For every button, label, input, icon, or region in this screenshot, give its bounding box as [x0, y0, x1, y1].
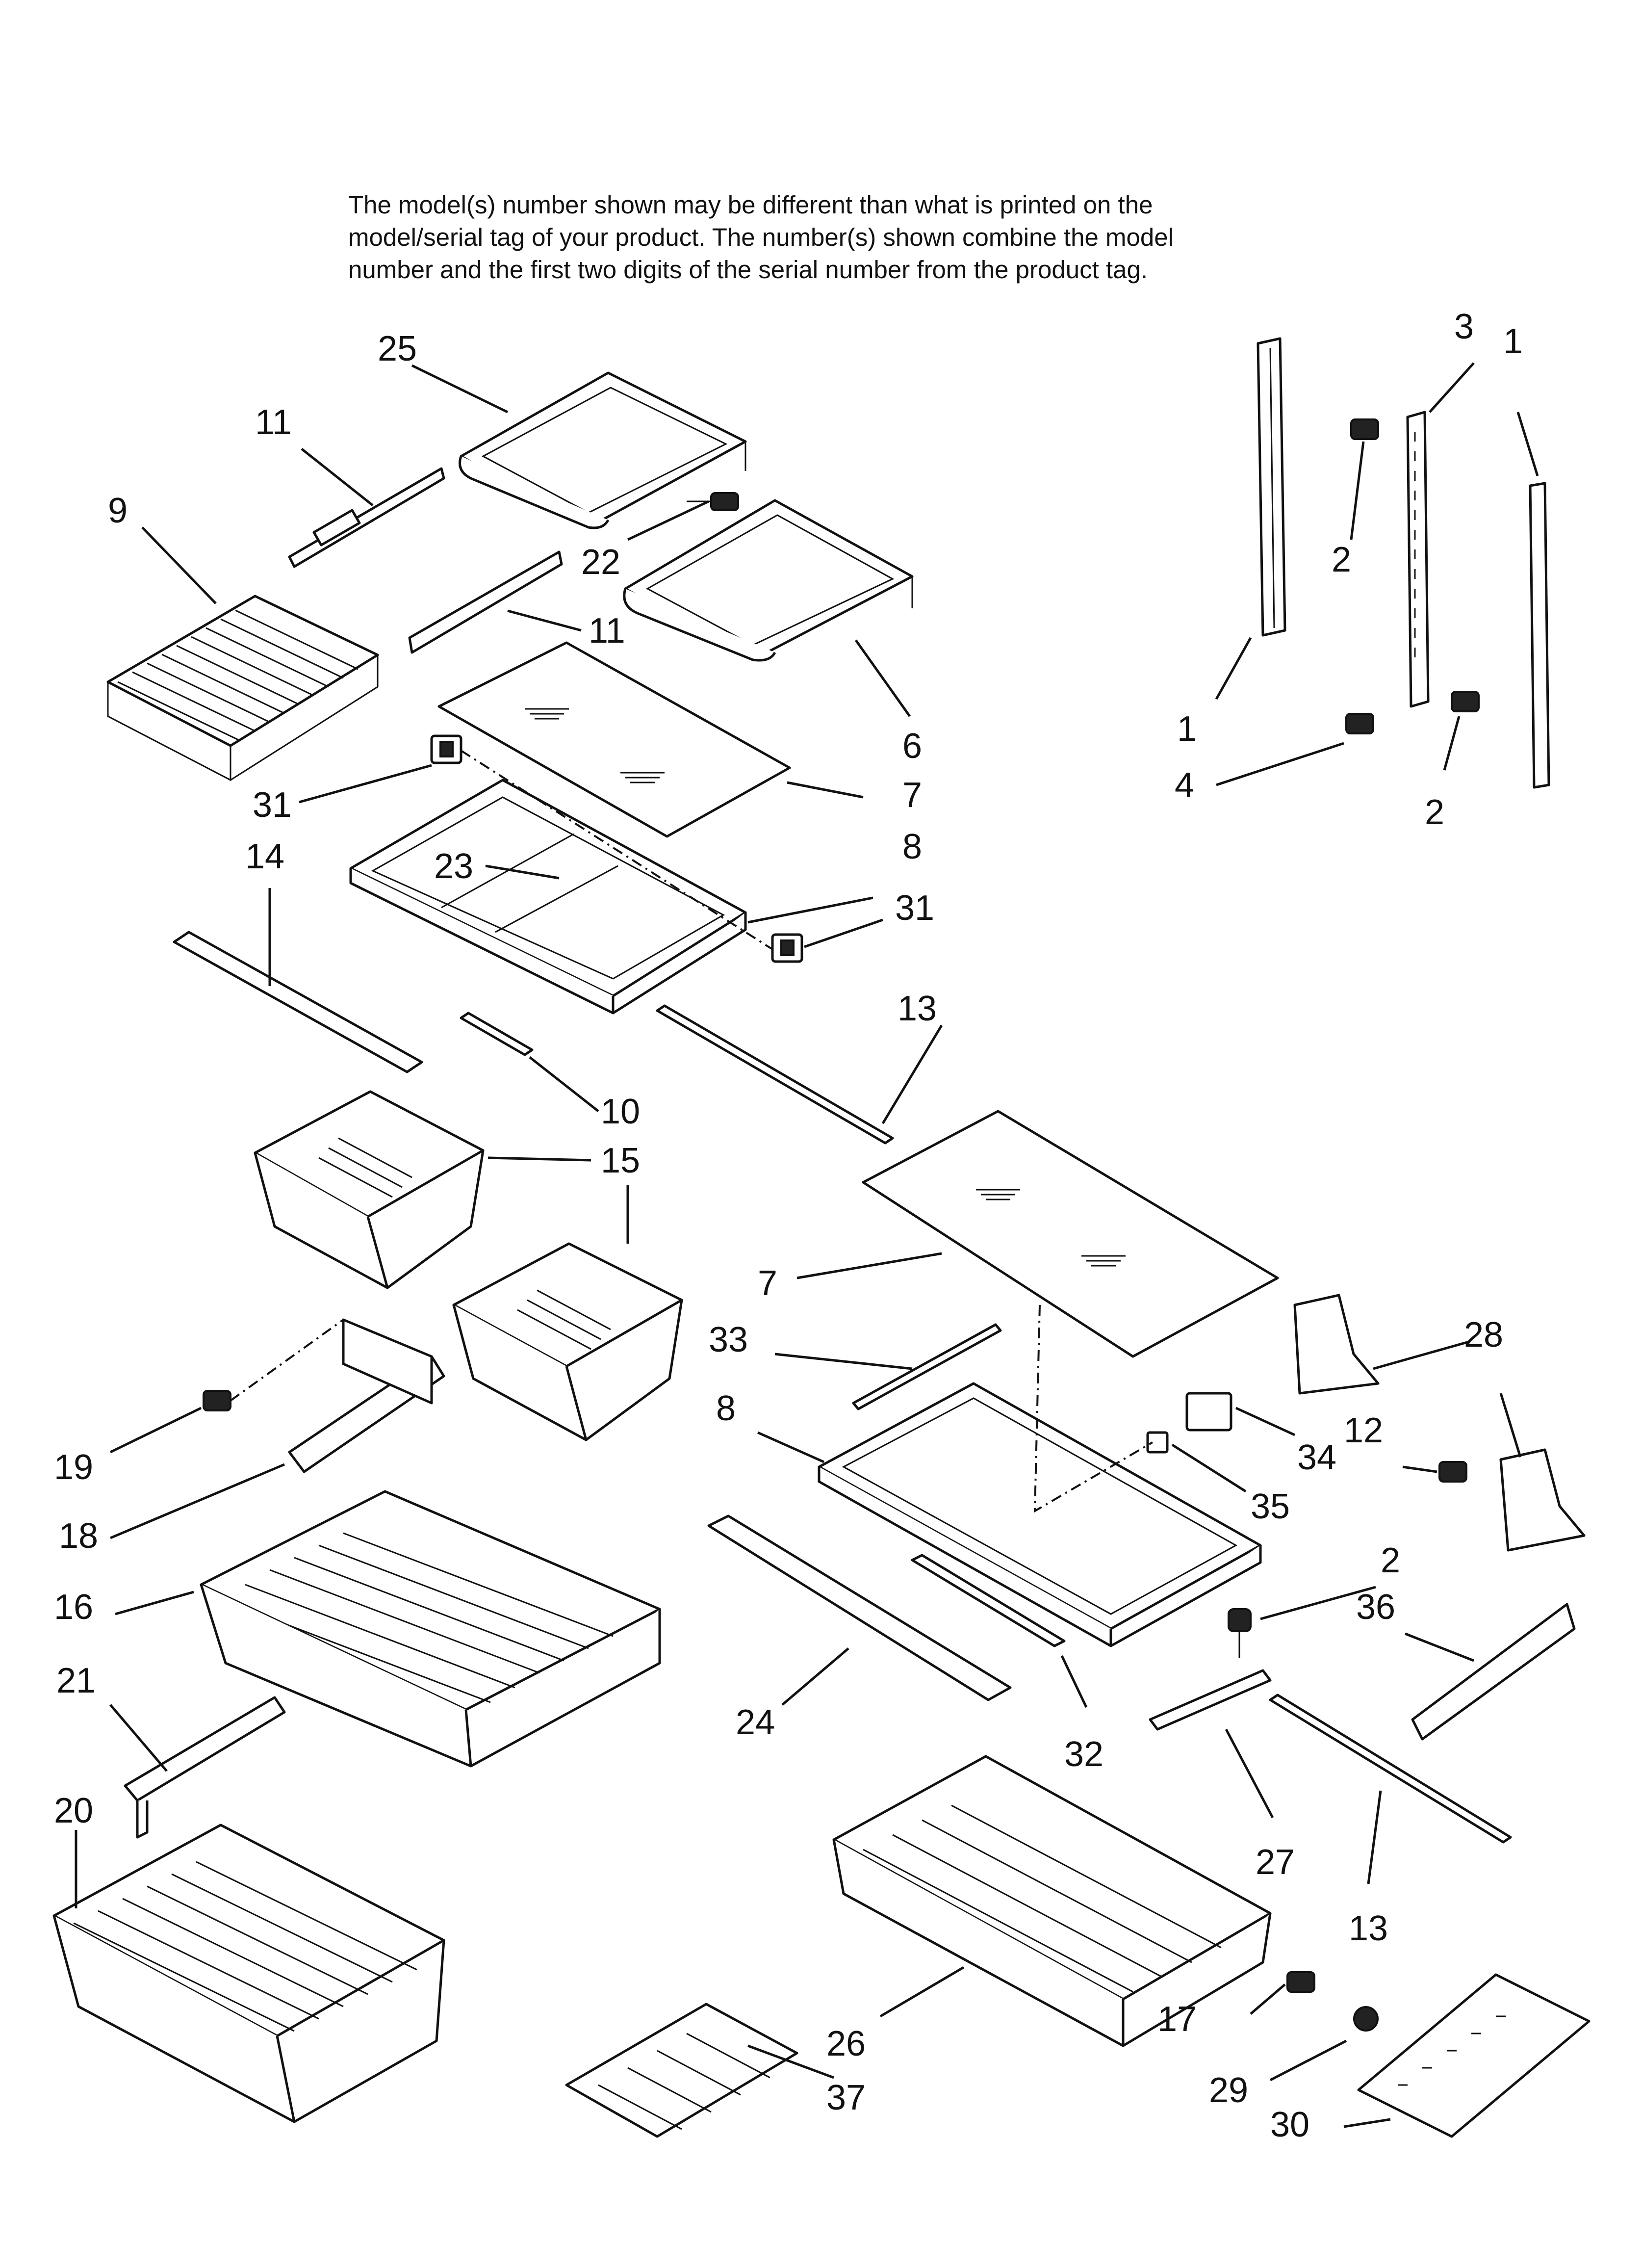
part-30-tray — [1357, 1973, 1591, 2138]
callout-19: 19 — [54, 1448, 93, 1487]
callout-25: 25 — [378, 329, 417, 368]
part-21-divider — [124, 1696, 286, 1839]
part-1-rail-left — [1257, 337, 1286, 637]
callout-labels: 25 11 9 22 11 6 7 31 14 23 8 31 13 10 15… — [54, 307, 1523, 2144]
model-number-note: The model(s) number shown may be differe… — [348, 189, 1427, 286]
dash-line-divider — [230, 1319, 344, 1402]
callout-16: 16 — [54, 1588, 93, 1627]
callout-32: 32 — [1064, 1735, 1103, 1774]
callout-2-lower: 2 — [1381, 1541, 1400, 1580]
callout-24: 24 — [736, 1703, 775, 1742]
part-29-washer — [1353, 2006, 1379, 2032]
callout-2-top: 2 — [1332, 540, 1351, 579]
part-36-trim — [1411, 1603, 1576, 1741]
callout-37: 37 — [826, 2078, 866, 2117]
callout-17: 17 — [1157, 2000, 1197, 2039]
part-2-screw-mid — [1451, 691, 1480, 712]
callout-31-right: 31 — [895, 888, 934, 928]
part-15-bin-left — [254, 1090, 485, 1289]
part-28-bracket-lower — [1499, 1448, 1586, 1552]
part-17-screw — [1286, 1971, 1315, 1993]
part-28-bracket-upper — [1293, 1294, 1380, 1395]
callout-3: 3 — [1454, 307, 1474, 346]
callout-26: 26 — [826, 2024, 866, 2063]
callout-11-lower: 11 — [589, 611, 625, 651]
dash-line-clips — [460, 750, 773, 950]
part-16-wire-basket — [200, 1490, 661, 1768]
callout-8-lower: 8 — [716, 1389, 736, 1428]
callout-2-mid: 2 — [1425, 793, 1444, 832]
part-20-wire-basket — [52, 1824, 445, 2123]
callout-20: 20 — [54, 1791, 93, 1830]
callout-13-upper: 13 — [898, 989, 937, 1028]
callout-7-lower: 7 — [758, 1264, 777, 1303]
callout-12: 12 — [1344, 1411, 1383, 1450]
part-13-rod-lower — [1269, 1694, 1512, 1844]
part-1-rail-right — [1529, 482, 1550, 789]
part-19-screw — [203, 1390, 231, 1411]
part-10-bracket — [460, 1012, 534, 1056]
part-18-divider — [288, 1318, 445, 1473]
callout-27: 27 — [1256, 1843, 1295, 1882]
part-7-glass-shelf-upper — [437, 641, 791, 838]
callout-1-top: 1 — [1503, 322, 1523, 361]
callout-9: 9 — [108, 491, 128, 530]
callout-14: 14 — [245, 837, 284, 876]
callout-30: 30 — [1270, 2105, 1309, 2144]
part-13-rod-upper — [656, 1004, 894, 1145]
part-7-glass-shelf-lower — [862, 1110, 1279, 1358]
callout-13-lower: 13 — [1349, 1909, 1388, 1948]
callout-1-left: 1 — [1177, 709, 1197, 749]
callout-28: 28 — [1464, 1315, 1503, 1355]
callout-11-upper: 11 — [255, 403, 292, 442]
callout-10: 10 — [601, 1092, 640, 1131]
part-2-screw-lower — [1228, 1608, 1252, 1658]
callout-18: 18 — [59, 1516, 98, 1556]
callout-8-upper: 8 — [902, 827, 922, 866]
part-15-bin-right — [452, 1242, 683, 1441]
part-26-drawer — [832, 1755, 1272, 2047]
note-line-2: model/serial tag of your product. The nu… — [348, 223, 1174, 251]
part-11-rail-upper — [288, 467, 445, 568]
part-9-wire-basket — [106, 595, 379, 782]
dash-line-frame — [1033, 1304, 1154, 1513]
callout-35: 35 — [1251, 1487, 1290, 1526]
part-24-trim — [707, 1514, 1012, 1701]
callout-31-left: 31 — [253, 785, 292, 825]
part-4-screw — [1345, 713, 1374, 734]
note-line-1: The model(s) number shown may be differe… — [348, 191, 1153, 219]
part-25-shelf-frame — [459, 371, 747, 529]
callout-15: 15 — [601, 1141, 640, 1180]
part-6-shelf-frame — [623, 499, 914, 662]
part-12-screw — [1438, 1461, 1467, 1483]
callout-21: 21 — [56, 1661, 96, 1700]
leader-arrows — [75, 362, 1539, 2128]
part-32-rail — [911, 1554, 1066, 1647]
callout-23: 23 — [434, 847, 473, 886]
part-31-clip-left — [430, 734, 462, 764]
part-14-trim — [173, 931, 423, 1073]
callout-22: 22 — [581, 543, 620, 582]
callout-34: 34 — [1297, 1438, 1336, 1477]
part-27-bracket — [1149, 1669, 1272, 1731]
callout-29: 29 — [1209, 2071, 1248, 2110]
callout-33: 33 — [709, 1320, 748, 1359]
part-31-clip-right — [771, 933, 803, 963]
part-11-rail-lower — [408, 550, 563, 654]
callout-7-upper: 7 — [902, 776, 922, 815]
part-37-ice-tray — [565, 2003, 798, 2138]
part-33-rail — [852, 1323, 1002, 1410]
part-35-clip — [1146, 1431, 1169, 1454]
part-34-bracket — [1185, 1392, 1232, 1432]
callout-6: 6 — [902, 727, 922, 766]
callout-4: 4 — [1175, 766, 1194, 805]
part-2-screw-top — [1350, 418, 1379, 440]
callout-36: 36 — [1356, 1588, 1395, 1627]
part-3-rail — [1406, 411, 1430, 708]
note-line-3: number and the first two digits of the s… — [348, 256, 1148, 284]
part-8-shelf-frame-lower — [818, 1382, 1262, 1647]
